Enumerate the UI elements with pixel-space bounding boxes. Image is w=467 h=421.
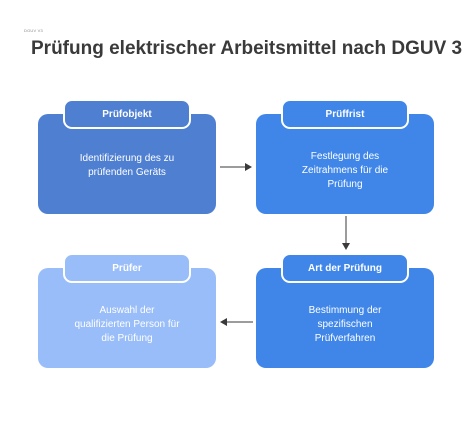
- step-card-prueffrist: Festlegung des Zeitrahmens für die Prüfu…: [256, 114, 434, 214]
- step-label-pruefer: Prüfer: [63, 253, 191, 283]
- step-label-prueffrist: Prüffrist: [281, 99, 409, 129]
- step-description-line: Prüfverfahren: [314, 333, 376, 344]
- step-description-line: prüfenden Geräts: [88, 167, 166, 178]
- step-description-line: qualifizierten Person für: [74, 319, 180, 330]
- step-card-pruefer: Auswahl der qualifizierten Person für di…: [38, 268, 216, 368]
- step-description-line: spezifischen: [317, 319, 373, 330]
- step-label-art-der-pruefung: Art der Prüfung: [281, 253, 409, 283]
- step-label-pruefobjekt: Prüfobjekt: [63, 99, 191, 129]
- logo: DGUV V3: [24, 28, 43, 33]
- step-description-line: Zeitrahmens für die: [301, 165, 389, 176]
- step-card-pruefobjekt: Identifizierung des zu prüfenden Geräts: [38, 114, 216, 214]
- step-description-line: Bestimmung der: [308, 305, 382, 316]
- step-card-art-der-pruefung: Bestimmung der spezifischen Prüfverfahre…: [256, 268, 434, 368]
- step-description-line: Festlegung des: [310, 151, 380, 162]
- step-description-line: Auswahl der: [99, 305, 155, 316]
- step-description-line: Identifizierung des zu: [79, 153, 175, 164]
- step-description-line: Prüfung: [327, 179, 363, 190]
- step-description-line: die Prüfung: [101, 333, 153, 344]
- page-title: Prüfung elektrischer Arbeitsmittel nach …: [31, 38, 463, 59]
